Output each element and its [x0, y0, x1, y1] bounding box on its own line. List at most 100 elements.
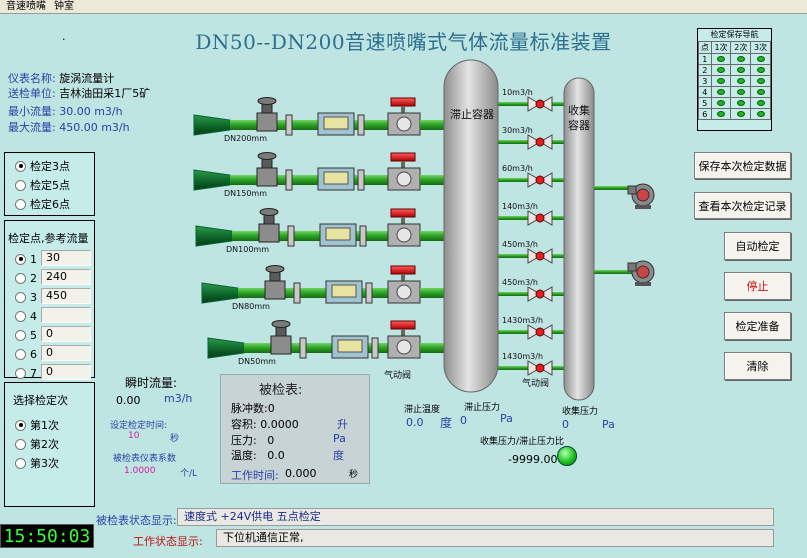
valve-indicator-icon[interactable]: [535, 251, 545, 261]
valve-actuator-icon[interactable]: [390, 320, 416, 330]
strainer-core-icon: [325, 227, 351, 241]
valve-actuator-icon[interactable]: [390, 97, 416, 107]
valve-indicator-icon[interactable]: [535, 175, 545, 185]
radio-3-points[interactable]: 检定3点: [15, 158, 70, 174]
valve-indicator-icon[interactable]: [535, 327, 545, 337]
ref-point-radio-1[interactable]: 1: [15, 251, 37, 267]
valve-indicator-icon[interactable]: [535, 289, 545, 299]
flange-icon: [285, 169, 293, 191]
nozzle-valve-icon: [539, 172, 553, 188]
radio-6-points[interactable]: 检定6点: [15, 196, 70, 212]
valve-actuator-icon[interactable]: [390, 152, 416, 162]
outlet-pipe: [594, 270, 634, 274]
flow-meter-icon[interactable]: [270, 335, 292, 355]
nav-cell[interactable]: [750, 86, 771, 98]
nav-cell[interactable]: [750, 64, 771, 76]
nav-cell[interactable]: [710, 53, 732, 65]
radio-dot-icon: [15, 348, 26, 360]
collect-vessel: [563, 77, 595, 401]
prepare-button[interactable]: 检定准备: [724, 312, 791, 340]
set-time-value[interactable]: 10: [128, 431, 140, 441]
pressure-row: 压力: 0: [231, 434, 275, 447]
work-status-label: 工作状态显示:: [133, 535, 203, 548]
valve-indicator-icon[interactable]: [535, 99, 545, 109]
auto-verify-button[interactable]: 自动检定: [724, 232, 791, 260]
radio-time-3[interactable]: 第3次: [15, 455, 59, 471]
nav-cell[interactable]: [710, 108, 732, 120]
view-record-button[interactable]: 查看本次检定记录: [694, 192, 791, 219]
radio-dot-icon: [15, 419, 26, 431]
coef-value[interactable]: 1.0000: [124, 466, 156, 476]
nav-cell[interactable]: [710, 97, 732, 109]
flange-icon: [287, 225, 295, 247]
clear-button[interactable]: 清除: [724, 352, 791, 380]
valve-disk-icon: [396, 116, 412, 132]
instrument-name: 仪表名称: 旋涡流量计: [8, 72, 115, 85]
nav-cell[interactable]: [730, 64, 752, 76]
nav-cell[interactable]: [750, 97, 771, 109]
pneumatic-valve-label-1: 气动阀: [384, 369, 411, 381]
valve-stem-icon: [401, 161, 405, 169]
ref-flow-input-6[interactable]: 0: [41, 345, 91, 361]
nozzle-flow-label: 140m3/h: [502, 202, 538, 211]
ref-flow-input-2[interactable]: 240: [41, 269, 91, 285]
nozzle-inlet: [193, 114, 231, 136]
radio-dot-icon: [15, 253, 26, 265]
nav-point-number: 4: [698, 86, 712, 98]
ref-flow-input-7[interactable]: 0: [41, 364, 91, 380]
nav-cell[interactable]: [730, 97, 752, 109]
nozzle-valve-icon: [527, 248, 541, 264]
nav-cell[interactable]: [710, 75, 732, 87]
nozzle-flow-label: 1430m3/h: [502, 316, 543, 325]
nav-cell[interactable]: [750, 53, 771, 65]
nav-title: 检定保存导航: [710, 30, 759, 39]
pipe-size-label: DN200mm: [224, 134, 267, 143]
flow-meter-icon[interactable]: [264, 280, 286, 300]
radio-time-2[interactable]: 第2次: [15, 436, 59, 452]
stop-button[interactable]: 停止: [724, 272, 791, 300]
valve-indicator-icon[interactable]: [535, 213, 545, 223]
menu-clock[interactable]: 钟室: [54, 1, 74, 12]
nav-cell[interactable]: [730, 108, 752, 120]
meter-panel: 被检表: 脉冲数:0 容积: 0.0000 升 压力: 0 Pa 温度: 0.0…: [220, 374, 370, 484]
nav-cell[interactable]: [710, 86, 732, 98]
ref-flow-input-4[interactable]: [41, 307, 91, 323]
worktime-label: 工作时间:: [231, 469, 279, 482]
valve-indicator-icon[interactable]: [535, 137, 545, 147]
flow-meter-icon[interactable]: [256, 167, 278, 187]
save-record-button[interactable]: 保存本次检定数据: [694, 152, 791, 179]
pipe: [420, 231, 444, 241]
nav-cell[interactable]: [730, 75, 752, 87]
valve-actuator-icon[interactable]: [390, 208, 416, 218]
nozzle-inlet: [201, 282, 239, 304]
nav-cell[interactable]: [730, 86, 752, 98]
valve-indicator-icon[interactable]: [535, 363, 545, 373]
pulse-row: 脉冲数:0: [231, 402, 275, 415]
ref-flow-input-3[interactable]: 450: [41, 288, 91, 304]
ref-point-radio-4[interactable]: 4: [15, 308, 37, 324]
ref-flow-input-1[interactable]: 30: [41, 250, 91, 266]
saved-led-icon: [756, 111, 765, 117]
nav-cell[interactable]: [750, 108, 771, 120]
ref-point-number: 5: [30, 328, 37, 342]
radio-time-1[interactable]: 第1次: [15, 417, 59, 433]
flow-meter-icon[interactable]: [258, 223, 280, 243]
ref-flow-input-5[interactable]: 0: [41, 326, 91, 342]
valve-actuator-icon[interactable]: [390, 265, 416, 275]
nav-cell[interactable]: [730, 53, 752, 65]
strainer-core-icon: [323, 116, 349, 130]
pump-icon: [627, 183, 655, 209]
radio-5-points[interactable]: 检定5点: [15, 177, 70, 193]
ref-point-radio-5[interactable]: 5: [15, 327, 37, 343]
flow-meter-icon[interactable]: [256, 112, 278, 132]
ref-point-radio-6[interactable]: 6: [15, 346, 37, 362]
ref-point-radio-2[interactable]: 2: [15, 270, 37, 286]
times-group-title: 选择检定次: [13, 394, 68, 407]
ref-point-radio-3[interactable]: 3: [15, 289, 37, 305]
nav-cell[interactable]: [750, 75, 771, 87]
nav-cell[interactable]: [710, 64, 732, 76]
ref-point-radio-7[interactable]: 7: [15, 365, 37, 381]
nozzle-flow-label: 30m3/h: [502, 126, 533, 135]
menu-nozzle[interactable]: 音速喷嘴: [6, 1, 46, 12]
